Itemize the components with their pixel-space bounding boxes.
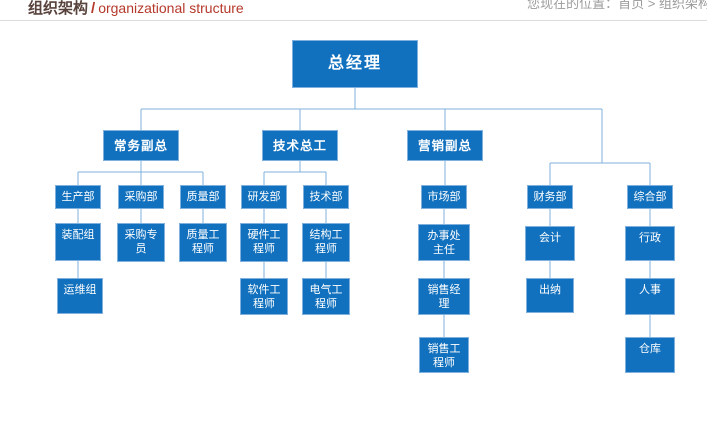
org-node-sales-engineer: 销售工程师 [419, 337, 469, 373]
org-node-marketing-vice-president: 营销副总 [407, 130, 483, 161]
org-node-operations-group: 运维组 [57, 278, 103, 314]
org-node-structural-engineer: 结构工程师 [302, 223, 350, 262]
org-node-general-affairs-dept: 综合部 [627, 185, 673, 209]
org-node-hardware-engineer: 硬件工程师 [240, 223, 288, 262]
org-node-quality-engineer: 质量工程师 [179, 223, 227, 262]
page-title-en: organizational structure [98, 0, 244, 16]
org-node-quality-dept: 质量部 [180, 185, 226, 209]
org-node-office-director: 办事处主任 [418, 224, 470, 261]
org-node-production-dept: 生产部 [55, 185, 101, 209]
page-title-separator: / [91, 0, 96, 17]
org-node-executive-vice-president: 常务副总 [103, 130, 179, 161]
org-node-general-manager: 总经理 [292, 40, 418, 88]
org-node-software-engineer: 软件工程师 [240, 278, 288, 315]
org-node-sales-manager: 销售经理 [418, 278, 470, 315]
org-node-cashier: 出纳 [526, 278, 574, 313]
page-title-zh: 组织架构 [28, 0, 89, 17]
breadcrumb[interactable]: 您现在的位置：首页 > 组织架构 [527, 0, 707, 11]
org-node-assembly-group: 装配组 [55, 223, 101, 261]
org-node-electrical-engineer: 电气工程师 [302, 278, 350, 315]
org-node-technical-dept: 技术部 [303, 185, 349, 209]
org-node-hr: 人事 [625, 278, 675, 315]
org-node-chief-engineer: 技术总工 [262, 130, 338, 161]
org-node-finance-dept: 财务部 [527, 185, 573, 209]
org-node-purchasing-specialist: 采购专员 [117, 223, 165, 262]
org-node-warehouse: 仓库 [625, 337, 675, 373]
page-title: 组织架构/organizational structure [28, 0, 244, 18]
org-node-accountant: 会计 [525, 226, 575, 261]
org-node-market-dept: 市场部 [421, 185, 467, 209]
org-node-administration: 行政 [625, 226, 675, 261]
header-divider [0, 20, 707, 21]
org-node-rd-dept: 研发部 [241, 185, 287, 209]
org-node-purchasing-dept: 采购部 [118, 185, 164, 209]
